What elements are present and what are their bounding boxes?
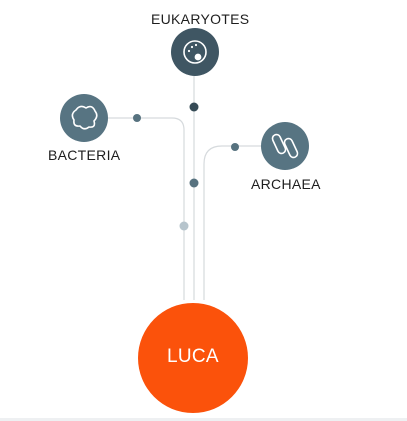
- branch-point-lower: [179, 221, 189, 231]
- bacteria-label: BACTERIA: [48, 147, 121, 163]
- eukaryotes-node[interactable]: [171, 28, 219, 76]
- connector-lines: [108, 76, 262, 300]
- bacteria-node[interactable]: [60, 94, 108, 142]
- luca-label: LUCA: [167, 346, 219, 367]
- branch-point-bacteria: [133, 114, 141, 122]
- archaea-capsules-icon: [271, 133, 299, 159]
- floor-band: [0, 418, 407, 421]
- archaea-node[interactable]: [261, 122, 309, 170]
- luca-node[interactable]: [138, 303, 248, 413]
- branch-point-archaea: [231, 143, 239, 151]
- eukaryotic-cell-icon: [183, 40, 207, 64]
- archaea-label: ARCHAEA: [251, 176, 321, 192]
- archaea-branch-line: [203, 145, 262, 300]
- eukaryotes-label: EUKARYOTES: [151, 11, 250, 27]
- branch-point-upper: [189, 102, 199, 112]
- bacteria-branch-line: [108, 117, 185, 300]
- branch-point-middle: [189, 178, 199, 188]
- bacterium-blob-icon: [71, 105, 98, 130]
